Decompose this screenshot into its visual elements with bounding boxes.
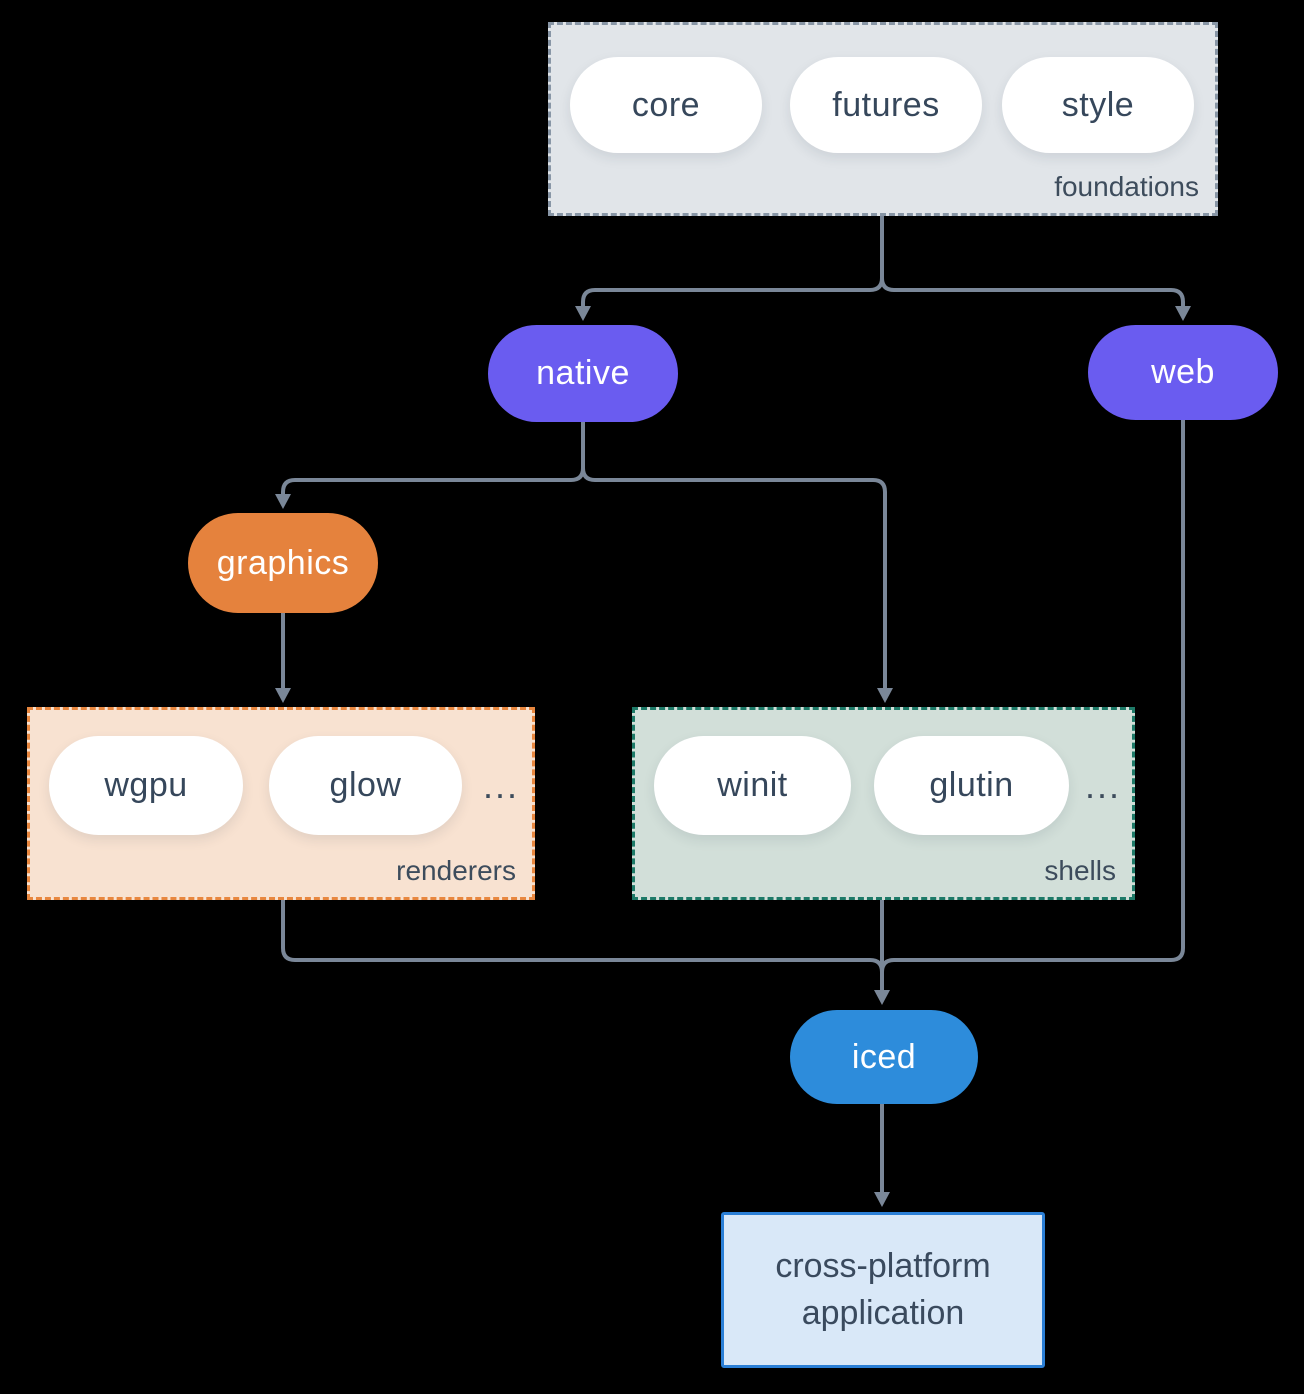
edge-native-shells (581, 422, 887, 688)
renderers-group: wgpu glow ... renderers (27, 707, 535, 900)
node-web: web (1088, 325, 1278, 420)
arrowhead-web (1175, 306, 1191, 321)
arrowhead-application (874, 1192, 890, 1207)
node-iced: iced (790, 1010, 978, 1104)
edge-native-graphics (281, 422, 585, 494)
app-line-2: application (801, 1294, 965, 1332)
node-futures: futures (790, 57, 982, 153)
renderers-label: renderers (396, 855, 516, 886)
arrowhead-native (575, 306, 591, 321)
edge-foundations-web (880, 216, 1185, 306)
shells-group: winit glutin ... shells (632, 707, 1135, 900)
arrowhead-iced (874, 990, 890, 1005)
edge-foundations-native (581, 216, 884, 306)
app-line-1: cross-platform (775, 1247, 991, 1285)
foundations-label: foundations (1054, 171, 1199, 202)
node-core: core (570, 57, 762, 153)
node-native: native (488, 325, 678, 422)
foundations-group: core futures style foundations (548, 22, 1218, 216)
node-glutin: glutin (874, 736, 1069, 835)
arrowhead-renderers (275, 688, 291, 703)
node-glow: glow (269, 736, 462, 835)
node-style: style (1002, 57, 1194, 153)
node-graphics: graphics (188, 513, 378, 613)
edge-web-iced (880, 420, 1185, 990)
cross-platform-application-box: cross-platform application (721, 1212, 1045, 1368)
shells-ellipsis: ... (1084, 764, 1121, 806)
shells-label: shells (1044, 855, 1116, 886)
arrowhead-shells (877, 688, 893, 703)
edge-renderers-iced (281, 900, 884, 990)
renderers-ellipsis: ... (482, 764, 519, 806)
arrowhead-graphics (275, 494, 291, 509)
node-winit: winit (654, 736, 851, 835)
node-wgpu: wgpu (49, 736, 243, 835)
